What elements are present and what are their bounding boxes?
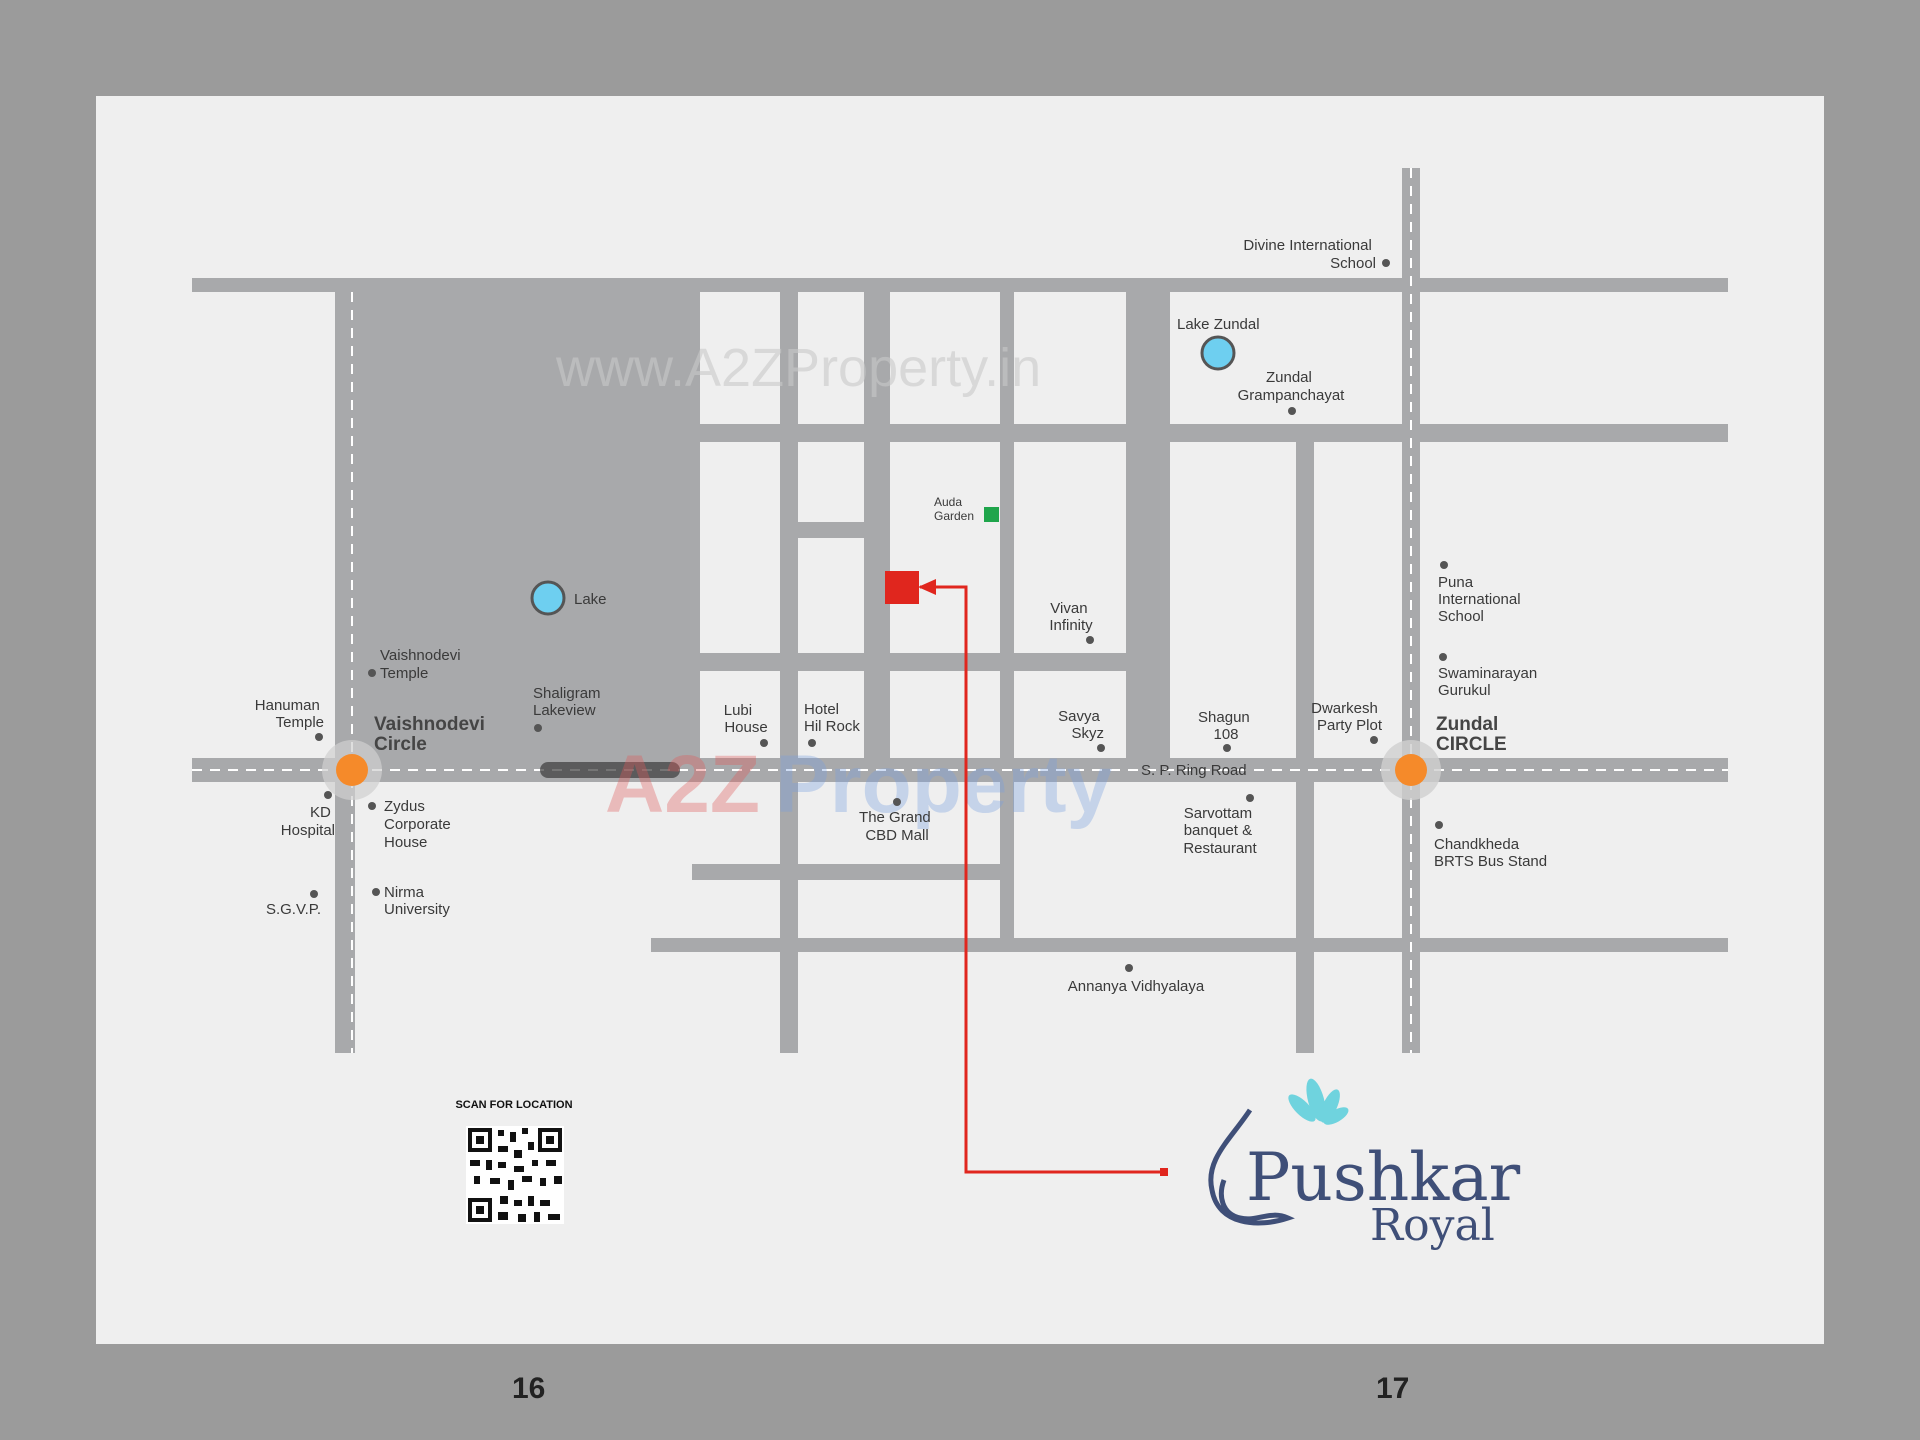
- watermark-property: Property: [775, 739, 1113, 830]
- auda-garden-label: Auda Garden: [934, 495, 974, 523]
- savya-skyz-label: Savya Skyz: [1058, 708, 1104, 742]
- north-road: [192, 278, 1728, 292]
- sp-ring-road-label: S. P. Ring Road: [1141, 762, 1247, 779]
- annanya-vidhyalaya-label: Annanya Vidhyalaya: [1068, 978, 1205, 995]
- watermark-a2z: A2Z: [605, 739, 760, 830]
- shaligram-lakeview-label: Shaligram Lakeview: [533, 685, 605, 719]
- project-leader-line: [920, 585, 1160, 1174]
- project-site-marker-icon[interactable]: [885, 571, 919, 604]
- puna-school-label: Puna International School: [1438, 574, 1525, 625]
- divine-school-label: Divine International School: [1243, 237, 1376, 272]
- logo-line2: Royal: [1370, 1200, 1495, 1251]
- cross-road-3: [798, 522, 864, 538]
- internal-road-1: [684, 288, 700, 768]
- logo-line1: Pushkar: [1246, 1139, 1521, 1216]
- vivan-infinity-label: Vivan Infinity: [1049, 600, 1093, 634]
- zundal-circle-label: Zundal CIRCLE: [1436, 714, 1507, 755]
- logo-swash: [1208, 1108, 1295, 1226]
- watermark-top: www.A2ZProperty.in: [555, 338, 1041, 398]
- page-number-right: 17: [1376, 1372, 1410, 1405]
- leader-arrow: [918, 579, 936, 595]
- zydus-corporate-house-label: Zydus Corporate House: [384, 798, 455, 851]
- lake-icon[interactable]: [1200, 335, 1236, 371]
- dwarkesh-party-plot-label: Dwarkesh Party Plot: [1311, 700, 1383, 734]
- vaishnodevi-road: [335, 288, 355, 1053]
- vaishnodevi-circle-label: Vaishnodevi Circle: [374, 714, 490, 755]
- road-smudge: [540, 762, 680, 778]
- leader-end: [1160, 1168, 1168, 1176]
- shagun-108-label: Shagun 108: [1198, 709, 1254, 743]
- swaminarayan-gurukul-label: Swaminarayan Gurukul: [1438, 665, 1541, 699]
- cross-road-2: [1170, 424, 1728, 442]
- grand-cbd-mall-label: The Grand CBD Mall: [859, 809, 935, 844]
- internal-road-3: [864, 288, 890, 768]
- lotus-icon: [1288, 1078, 1349, 1125]
- lake-icon[interactable]: [530, 580, 566, 616]
- dark-zone: [354, 288, 684, 768]
- landmark-dots: [310, 259, 1448, 972]
- garden-icon[interactable]: [984, 507, 999, 522]
- internal-road-4: [1000, 288, 1014, 940]
- zundal-grampanchayat-label: Zundal Grampanchayat: [1238, 369, 1346, 404]
- cross-road-5: [692, 864, 1014, 880]
- lake-zundal-label: Lake Zundal: [1177, 316, 1260, 333]
- zundal-road: [1402, 168, 1420, 1053]
- hotel-hil-rock-label: Hotel Hil Rock: [804, 701, 860, 735]
- vaishnodevi-temple-label: Vaishnodevi Temple: [380, 647, 465, 682]
- south-road: [651, 938, 1728, 952]
- cross-road-1: [684, 424, 1126, 442]
- chandkheda-brts-label: Chandkheda BRTS Bus Stand: [1434, 836, 1547, 870]
- kd-hospital-label: KD Hospital: [281, 804, 335, 839]
- nirma-university-label: Nirma University: [384, 884, 450, 918]
- lubi-house-label: Lubi House: [724, 702, 768, 736]
- scan-for-location-label: SCAN FOR LOCATION: [455, 1099, 572, 1111]
- page-number-left: 16: [512, 1372, 546, 1405]
- qr-code-icon[interactable]: [466, 1126, 564, 1224]
- junction-icon[interactable]: [1381, 740, 1441, 800]
- road-centerlines: [192, 168, 1728, 1053]
- cross-road-4: [684, 653, 1126, 671]
- junction-icon[interactable]: [322, 740, 382, 800]
- sarvottam-banquet-label: Sarvottam banquet & Restaurant: [1183, 805, 1257, 857]
- internal-road-6: [1296, 440, 1314, 1053]
- sgvp-label: S.G.V.P.: [266, 901, 321, 918]
- lake-label: Lake: [574, 591, 607, 608]
- hanuman-temple-label: Hanuman Temple: [255, 697, 324, 731]
- internal-road-5: [1126, 288, 1170, 768]
